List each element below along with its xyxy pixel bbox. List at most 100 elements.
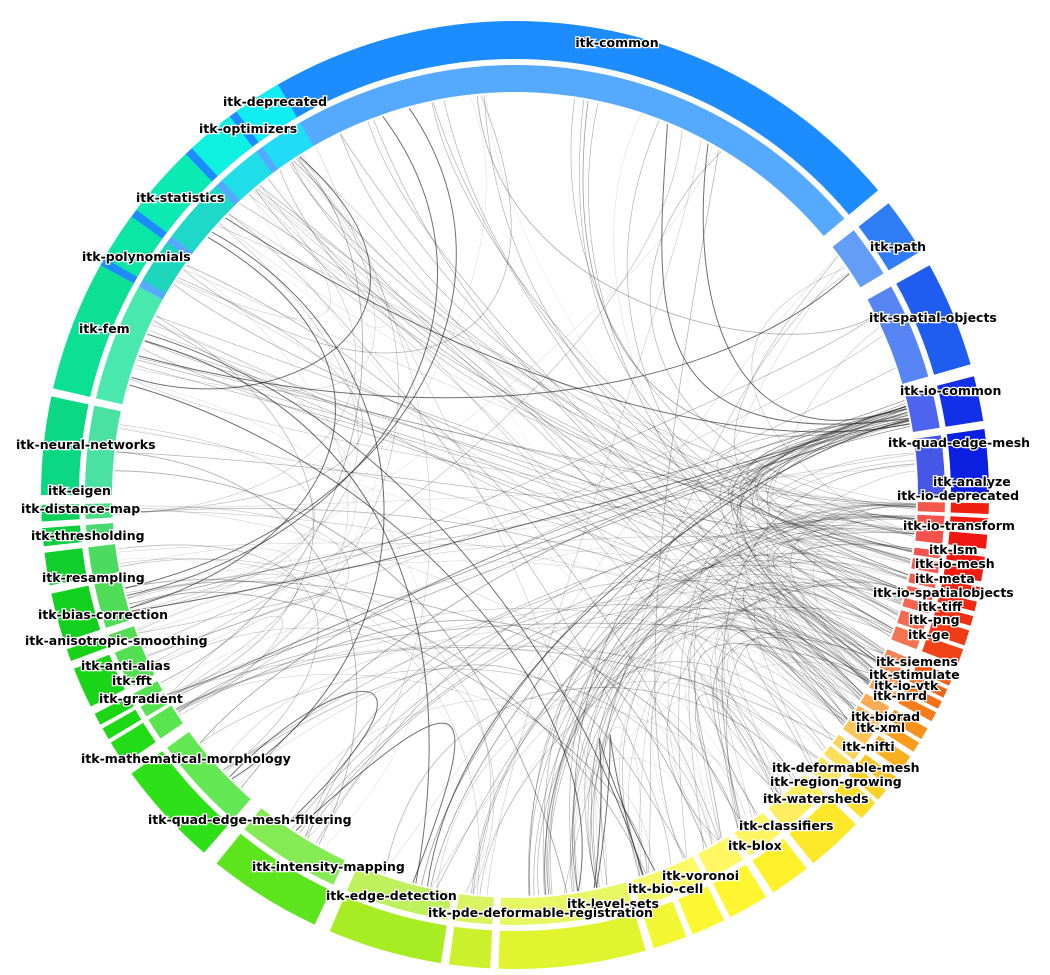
dependency-edge bbox=[137, 96, 487, 630]
dependency-edge bbox=[472, 505, 916, 894]
itk-neural-networks-inner-arc bbox=[85, 405, 121, 495]
itk-polynomials-inner-arc bbox=[142, 242, 189, 294]
dependency-edges bbox=[114, 94, 916, 896]
dependency-edge bbox=[176, 265, 349, 711]
itk-deprecated-inner-arc bbox=[262, 122, 314, 169]
dependency-edge bbox=[299, 573, 898, 834]
itk-level-sets-inner-arc bbox=[632, 870, 671, 907]
dependency-edge bbox=[797, 514, 916, 605]
dependency-edge bbox=[186, 264, 720, 841]
dependency-edge bbox=[742, 582, 892, 720]
dependency-edge bbox=[114, 507, 871, 682]
dependency-edge bbox=[199, 420, 910, 744]
dependency-edge bbox=[574, 757, 704, 891]
itk-quad-edge-mesh-inner-arc bbox=[914, 435, 945, 495]
dependency-edge bbox=[731, 413, 908, 662]
dependency-edge bbox=[533, 527, 915, 896]
dependency-edge bbox=[719, 415, 909, 675]
itk-siemens-outer-arc bbox=[914, 661, 953, 686]
itk-polynomials-label: itk-polynomials bbox=[82, 249, 191, 264]
dependency-edge bbox=[218, 626, 862, 767]
dependency-edge bbox=[295, 722, 456, 883]
itk-intensity-mapping-outer-arc bbox=[329, 896, 447, 964]
dependency-edge bbox=[131, 411, 908, 612]
dependency-edge bbox=[693, 632, 847, 800]
dependency-edge bbox=[173, 284, 897, 621]
dependency-edge bbox=[694, 693, 780, 825]
itk-pde-deformable-registration-label: itk-pde-deformable-registration bbox=[428, 905, 653, 920]
dependency-edge bbox=[144, 339, 905, 590]
itk-anti-alias-inner-arc bbox=[133, 681, 163, 704]
dependency-edge bbox=[572, 616, 855, 892]
itk-quad-edge-mesh-outer-arc bbox=[946, 429, 990, 495]
dependency-edge bbox=[131, 156, 372, 390]
dependency-edge bbox=[528, 607, 870, 896]
dependency-edge bbox=[432, 102, 862, 698]
itk-distance-map-outer-arc bbox=[42, 525, 82, 547]
dependency-edge bbox=[443, 100, 908, 579]
dependency-edge bbox=[178, 622, 880, 714]
dependency-edge bbox=[730, 408, 907, 672]
dependency-edge bbox=[752, 418, 909, 630]
dependency-edge bbox=[436, 680, 794, 889]
itk-anti-alias-label: itk-anti-alias bbox=[81, 658, 170, 673]
dependency-edge bbox=[587, 505, 916, 888]
dependency-edge bbox=[734, 598, 870, 695]
dependency-edge bbox=[293, 160, 431, 839]
dependency-edge bbox=[570, 98, 915, 535]
itk-bias-correction-inner-arc bbox=[108, 626, 138, 646]
itk-ge-outer-arc bbox=[922, 636, 964, 665]
dependency-edge bbox=[256, 188, 916, 504]
dependency-edge bbox=[622, 518, 916, 877]
itk-eigen-outer-arc bbox=[41, 504, 80, 522]
dependency-edge bbox=[114, 465, 915, 510]
dependency-edge bbox=[340, 133, 916, 522]
dependency-edge bbox=[298, 157, 856, 709]
dependency-edge bbox=[772, 538, 911, 663]
dependency-edge bbox=[746, 643, 857, 767]
dependency-edge bbox=[239, 203, 848, 720]
itk-resampling-label: itk-resampling bbox=[42, 570, 145, 585]
dependency-edge bbox=[130, 378, 915, 532]
itk-nrrd-label: itk-nrrd bbox=[873, 688, 927, 703]
itk-level-sets-outer-arc bbox=[642, 901, 687, 949]
dependency-edge bbox=[284, 697, 756, 824]
dependency-edge bbox=[175, 585, 903, 709]
dependency-edge bbox=[175, 281, 861, 699]
itk-anti-alias-outer-arc bbox=[94, 696, 134, 725]
dependency-edge bbox=[147, 335, 884, 656]
itk-resampling-outer-arc bbox=[51, 585, 101, 642]
dependency-edge bbox=[302, 154, 608, 886]
dependency-edge bbox=[484, 95, 902, 605]
dependency-edge bbox=[464, 507, 916, 893]
dependency-edge bbox=[119, 426, 845, 724]
dependency-edge bbox=[684, 675, 817, 844]
dependency-edge bbox=[753, 587, 891, 764]
dependency-edge bbox=[729, 587, 892, 720]
dependency-edge bbox=[430, 408, 907, 888]
itk-voronoi-label: itk-voronoi bbox=[662, 868, 739, 883]
dependency-edge bbox=[116, 451, 913, 550]
dependency-edge bbox=[637, 516, 916, 877]
dependency-edge bbox=[117, 544, 319, 773]
itk-ge-inner-arc bbox=[891, 626, 922, 650]
itk-anisotropic-smoothing-label: itk-anisotropic-smoothing bbox=[25, 633, 208, 648]
dependency-edge bbox=[745, 576, 892, 666]
itk-pde-deformable-registration-outer-arc bbox=[498, 914, 646, 969]
itk-watersheds-outer-arc bbox=[833, 778, 876, 819]
itk-io-transform-inner-arc bbox=[915, 528, 944, 544]
dependency-edge bbox=[529, 560, 905, 896]
dependency-edge bbox=[114, 470, 568, 893]
dependency-edge bbox=[124, 505, 916, 589]
dependency-edge bbox=[582, 100, 909, 437]
dependency-edge bbox=[304, 606, 864, 837]
dependency-edge bbox=[183, 268, 912, 553]
itk-polynomials-outer-arc bbox=[104, 216, 163, 277]
itk-watersheds-inner-arc bbox=[809, 756, 842, 789]
itk-siemens-label: itk-siemens bbox=[876, 654, 958, 669]
itk-quad-edge-mesh-filtering-inner-arc bbox=[244, 808, 345, 885]
dependency-edge bbox=[127, 581, 739, 829]
itk-png-inner-arc bbox=[897, 610, 928, 632]
dependency-edge bbox=[255, 189, 911, 564]
itk-optimizers-outer-arc bbox=[191, 116, 253, 177]
